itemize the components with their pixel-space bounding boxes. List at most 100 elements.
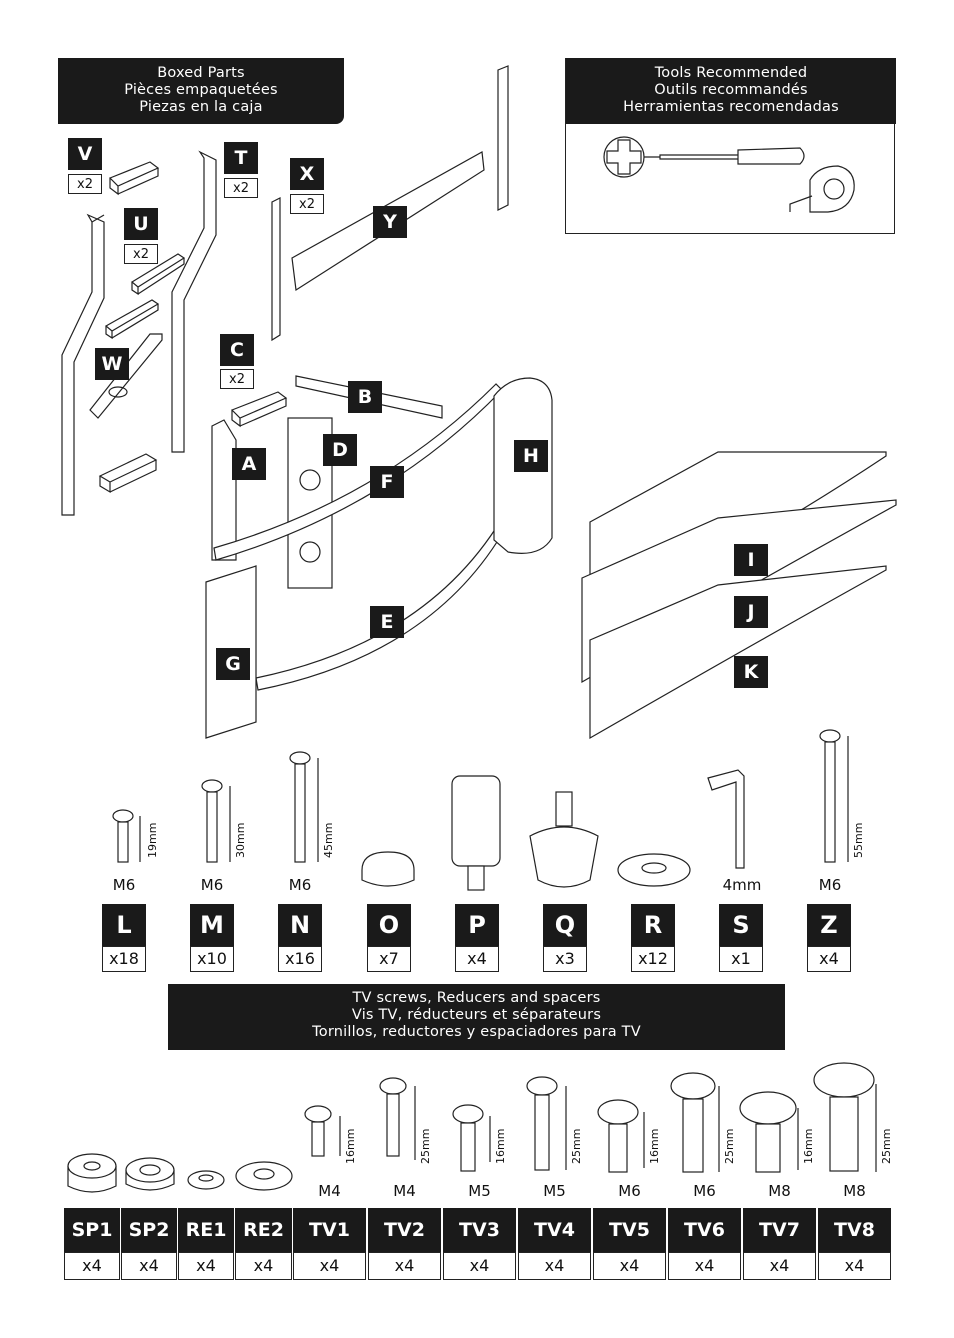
hw-code-S: S [719,904,763,946]
tv-qty-TV1: x4 [293,1252,366,1280]
tv-code-TV4: TV4 [518,1208,591,1252]
tv-screw-TV2-drawing [379,1077,416,1160]
tv-size-TV7: M8 [768,1182,791,1200]
tools-title-es: Herramientas recomendadas [623,99,839,115]
tv-qty-TV6: x4 [668,1252,741,1280]
allen-key-S-drawing [707,769,745,869]
tape-measure-icon [789,165,855,213]
hw-qty-R: x12 [631,946,675,972]
part-tag-B: B [348,381,382,413]
hw-qty-O: x7 [367,946,411,972]
hw-code-N: N [278,904,322,946]
part-tag-X: X [290,158,324,190]
spacer-SP2-drawing [125,1157,175,1191]
tv-size-TV8: M8 [843,1182,866,1200]
screw-L-drawing [112,809,141,863]
part-tag-H: H [514,440,548,472]
hw-length-Z: 55mm [852,822,865,858]
hw-code-Q: Q [543,904,587,946]
part-tag-D: D [323,434,357,466]
tools-banner: Tools Recommended Outils recommandés Her… [566,58,896,124]
tv-qty-RE1: x4 [178,1252,234,1280]
tv-code-TV5: TV5 [593,1208,666,1252]
tv-length-TV1: 16mm [344,1128,357,1164]
hw-qty-S: x1 [719,946,763,972]
bracket-X [271,197,281,342]
upright-post-left [61,213,105,516]
leveler-P-drawing [451,775,501,891]
tv-qty-SP1: x4 [64,1252,120,1280]
tv-size-TV3: M5 [468,1182,491,1200]
tv-length-TV8: 25mm [880,1128,893,1164]
glass-shelf-K [589,565,887,740]
part-tag-J: J [734,596,768,628]
tv-size-TV5: M6 [618,1182,641,1200]
hw-qty-Z: x4 [807,946,851,972]
tv-code-RE1: RE1 [178,1208,234,1252]
hw-size-S: 4mm [722,876,762,894]
part-tag-T: T [224,142,258,174]
part-tag-U: U [124,208,158,240]
phillips-screwdriver-icon [603,136,805,178]
part-tag-K: K [734,656,768,688]
tv-hardware-title-es: Tornillos, reductores y espaciadores par… [312,1024,641,1040]
hw-code-Z: Z [807,904,851,946]
hw-code-O: O [367,904,411,946]
spacer-SP1-drawing [67,1153,117,1193]
tv-qty-TV3: x4 [443,1252,516,1280]
tv-hardware-title-fr: Vis TV, réducteurs et séparateurs [351,1007,602,1023]
tv-code-TV1: TV1 [293,1208,366,1252]
hw-code-P: P [455,904,499,946]
part-qty-X: x2 [290,194,324,214]
tv-qty-TV4: x4 [518,1252,591,1280]
tv-code-SP2: SP2 [121,1208,177,1252]
bar-U-2 [104,299,160,340]
hw-code-R: R [631,904,675,946]
upright-post-T [171,150,217,453]
boxed-parts-title-en: Boxed Parts [157,65,245,81]
part-qty-U: x2 [124,244,158,264]
hw-code-M: M [190,904,234,946]
tools-title-en: Tools Recommended [654,65,808,81]
bracket-X-far [497,65,509,211]
tv-screw-TV7-drawing [739,1091,799,1173]
part-tag-G: G [216,648,250,680]
hw-size-N: M6 [288,876,312,894]
foot-Q-drawing [529,791,599,888]
part-tag-Y: Y [373,206,407,238]
hw-size-Z: M6 [818,876,842,894]
tv-screw-TV6-drawing [670,1072,720,1173]
hw-qty-M: x10 [190,946,234,972]
tv-screw-TV5-drawing [597,1099,645,1173]
part-qty-V: x2 [68,174,102,194]
tv-size-TV2: M4 [393,1182,416,1200]
hw-qty-N: x16 [278,946,322,972]
tv-code-RE2: RE2 [235,1208,292,1252]
tv-qty-SP2: x4 [121,1252,177,1280]
tv-qty-RE2: x4 [235,1252,292,1280]
part-qty-C: x2 [220,369,254,389]
tv-code-TV8: TV8 [818,1208,891,1252]
tv-code-TV2: TV2 [368,1208,441,1252]
tv-length-TV2: 25mm [419,1128,432,1164]
screw-M-drawing [201,779,231,863]
tv-code-TV6: TV6 [668,1208,741,1252]
tv-hardware-title-en: TV screws, Reducers and spacers [352,990,601,1006]
hw-size-M: M6 [200,876,224,894]
part-tag-V: V [68,138,102,170]
tv-screw-TV4-drawing [526,1076,567,1171]
part-qty-T: x2 [224,178,258,198]
washer-R-drawing [617,853,691,887]
part-tag-W: W [95,348,129,380]
hw-length-N: 45mm [322,822,335,858]
boxed-parts-banner: Boxed Parts Pièces empaquetées Piezas en… [58,58,344,124]
tv-size-TV6: M6 [693,1182,716,1200]
tv-screw-TV1-drawing [304,1105,341,1157]
tv-qty-TV2: x4 [368,1252,441,1280]
part-tag-E: E [370,606,404,638]
bar-C [230,391,288,428]
tv-qty-TV7: x4 [743,1252,816,1280]
tv-size-TV1: M4 [318,1182,341,1200]
frame-A [211,419,237,561]
tools-title-fr: Outils recommandés [654,82,808,98]
